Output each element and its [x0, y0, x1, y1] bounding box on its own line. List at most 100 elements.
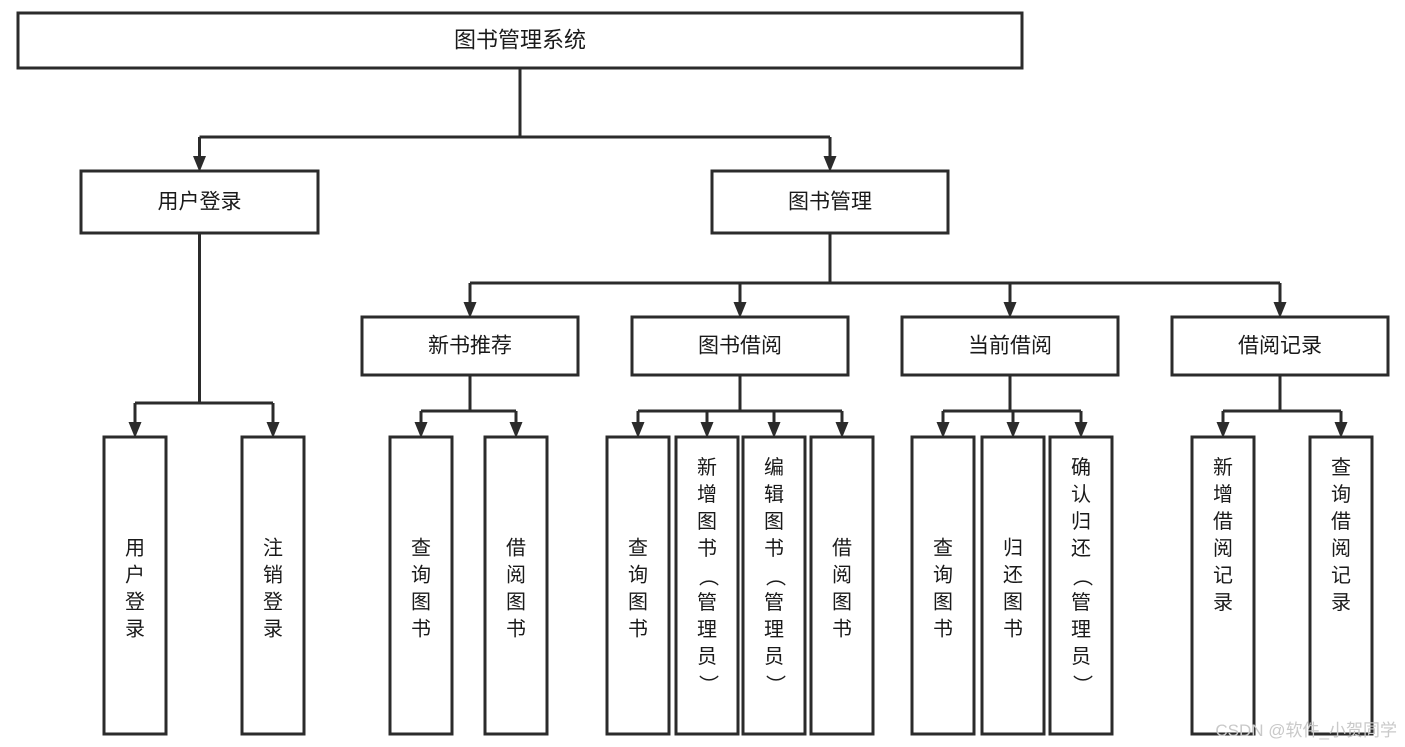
node-label-char: 询 — [411, 563, 431, 586]
node-label-char: 理 — [697, 619, 717, 641]
node-label-char: 图 — [832, 591, 852, 613]
arrow-head-icon — [128, 422, 142, 438]
arrow-head-icon — [414, 422, 428, 438]
node-label-char: 阅 — [1213, 537, 1233, 560]
node-label-char: 询 — [1331, 483, 1351, 506]
node-label-char: 登 — [125, 590, 145, 613]
node-label-char: 书 — [697, 537, 717, 560]
arrow-head-icon — [509, 422, 523, 438]
node-box-leaf-add-borrow-record — [1190, 435, 1256, 736]
node-label-char: 借 — [1213, 510, 1233, 533]
node-label-char: 询 — [628, 563, 648, 586]
node-label-char: 还 — [1071, 537, 1091, 560]
node-box-leaf-confirm-return-admin — [1048, 435, 1114, 736]
arrow-head-icon — [193, 156, 206, 172]
arrow-head-icon — [1074, 422, 1088, 438]
connector-layer — [128, 68, 1348, 438]
node-label-char: 图 — [933, 591, 953, 613]
node-new-book-recommend[interactable]: 新书推荐 — [360, 315, 580, 377]
node-label-char: 归 — [1003, 536, 1023, 559]
node-label-char: 管 — [1071, 591, 1091, 614]
node-box-leaf-return-book — [980, 435, 1046, 736]
node-label-char: 认 — [1071, 483, 1091, 506]
node-box-leaf-query-book-1 — [388, 435, 454, 736]
node-label-char: 书 — [832, 617, 852, 640]
node-box-leaf-user-login — [102, 435, 168, 736]
node-box-book-management — [710, 169, 950, 235]
node-box-user-login — [79, 169, 320, 235]
node-book-management[interactable]: 图书管理 — [710, 169, 950, 235]
node-label-char: ） — [697, 675, 720, 695]
node-root[interactable]: 图书管理系统 — [16, 11, 1024, 70]
node-label-char: 借 — [506, 536, 526, 559]
node-label-char: 书 — [764, 537, 784, 560]
node-label-char: ） — [1071, 675, 1094, 695]
node-borrow-record[interactable]: 借阅记录 — [1170, 315, 1390, 377]
node-label-char: 图 — [506, 591, 526, 613]
node-leaf-user-login[interactable]: 用户登录 — [102, 435, 168, 736]
arrow-head-icon — [936, 422, 950, 438]
node-box-leaf-query-book-2 — [605, 435, 671, 736]
arrow-head-icon — [1334, 422, 1348, 438]
node-box-leaf-edit-book-admin — [741, 435, 807, 736]
node-label-char: 书 — [1003, 617, 1023, 640]
arrow-head-icon — [266, 422, 280, 438]
node-label-char: 阅 — [1331, 537, 1351, 560]
node-label-char: 录 — [263, 618, 283, 640]
node-box-leaf-borrow-book-2 — [809, 435, 875, 736]
node-label-char: 登 — [263, 590, 283, 613]
node-label-char: 阅 — [506, 563, 526, 586]
node-user-login[interactable]: 用户登录 — [79, 169, 320, 235]
node-label-char: （ — [697, 567, 720, 587]
node-label-char: 图 — [764, 511, 784, 533]
node-label-char: 新 — [697, 456, 717, 479]
node-box-current-borrow — [900, 315, 1120, 377]
node-label-char: 理 — [764, 619, 784, 641]
node-label-char: 辑 — [764, 483, 784, 506]
node-label-char: 书 — [933, 617, 953, 640]
watermark-label: CSDN @软件_小贺同学 — [1215, 721, 1397, 740]
node-label-char: 用 — [125, 537, 145, 559]
node-label-char: 借 — [832, 536, 852, 559]
node-book-borrow[interactable]: 图书借阅 — [630, 315, 850, 377]
node-label-new-book-recommend: 新书推荐 — [428, 335, 512, 358]
node-label-char: （ — [1071, 567, 1094, 587]
node-label-char: 书 — [411, 617, 431, 640]
node-label-char: 增 — [1213, 483, 1233, 506]
node-label-char: ） — [764, 675, 787, 695]
node-label-char: 编 — [764, 456, 784, 479]
node-box-leaf-add-book-admin — [674, 435, 740, 736]
node-label-char: 查 — [411, 536, 431, 559]
node-label-user-login: 用户登录 — [158, 191, 242, 214]
node-label-char: 书 — [506, 617, 526, 640]
arrow-head-icon — [767, 422, 781, 438]
arrow-head-icon — [1006, 422, 1020, 438]
arrow-head-icon — [631, 422, 645, 438]
node-label-char: 图 — [411, 591, 431, 613]
node-box-new-book-recommend — [360, 315, 580, 377]
node-label-char: 户 — [125, 563, 145, 586]
node-label-char: 新 — [1213, 456, 1233, 479]
node-label-char: 查 — [1331, 456, 1351, 479]
node-box-leaf-query-book-3 — [910, 435, 976, 736]
node-current-borrow[interactable]: 当前借阅 — [900, 315, 1120, 377]
arrow-head-icon — [823, 156, 837, 172]
arrow-head-icon — [1216, 422, 1230, 438]
node-label-char: 员 — [764, 646, 784, 668]
node-box-book-borrow — [630, 315, 850, 377]
node-label-char: 增 — [697, 483, 717, 506]
node-label-char: 还 — [1003, 563, 1023, 586]
